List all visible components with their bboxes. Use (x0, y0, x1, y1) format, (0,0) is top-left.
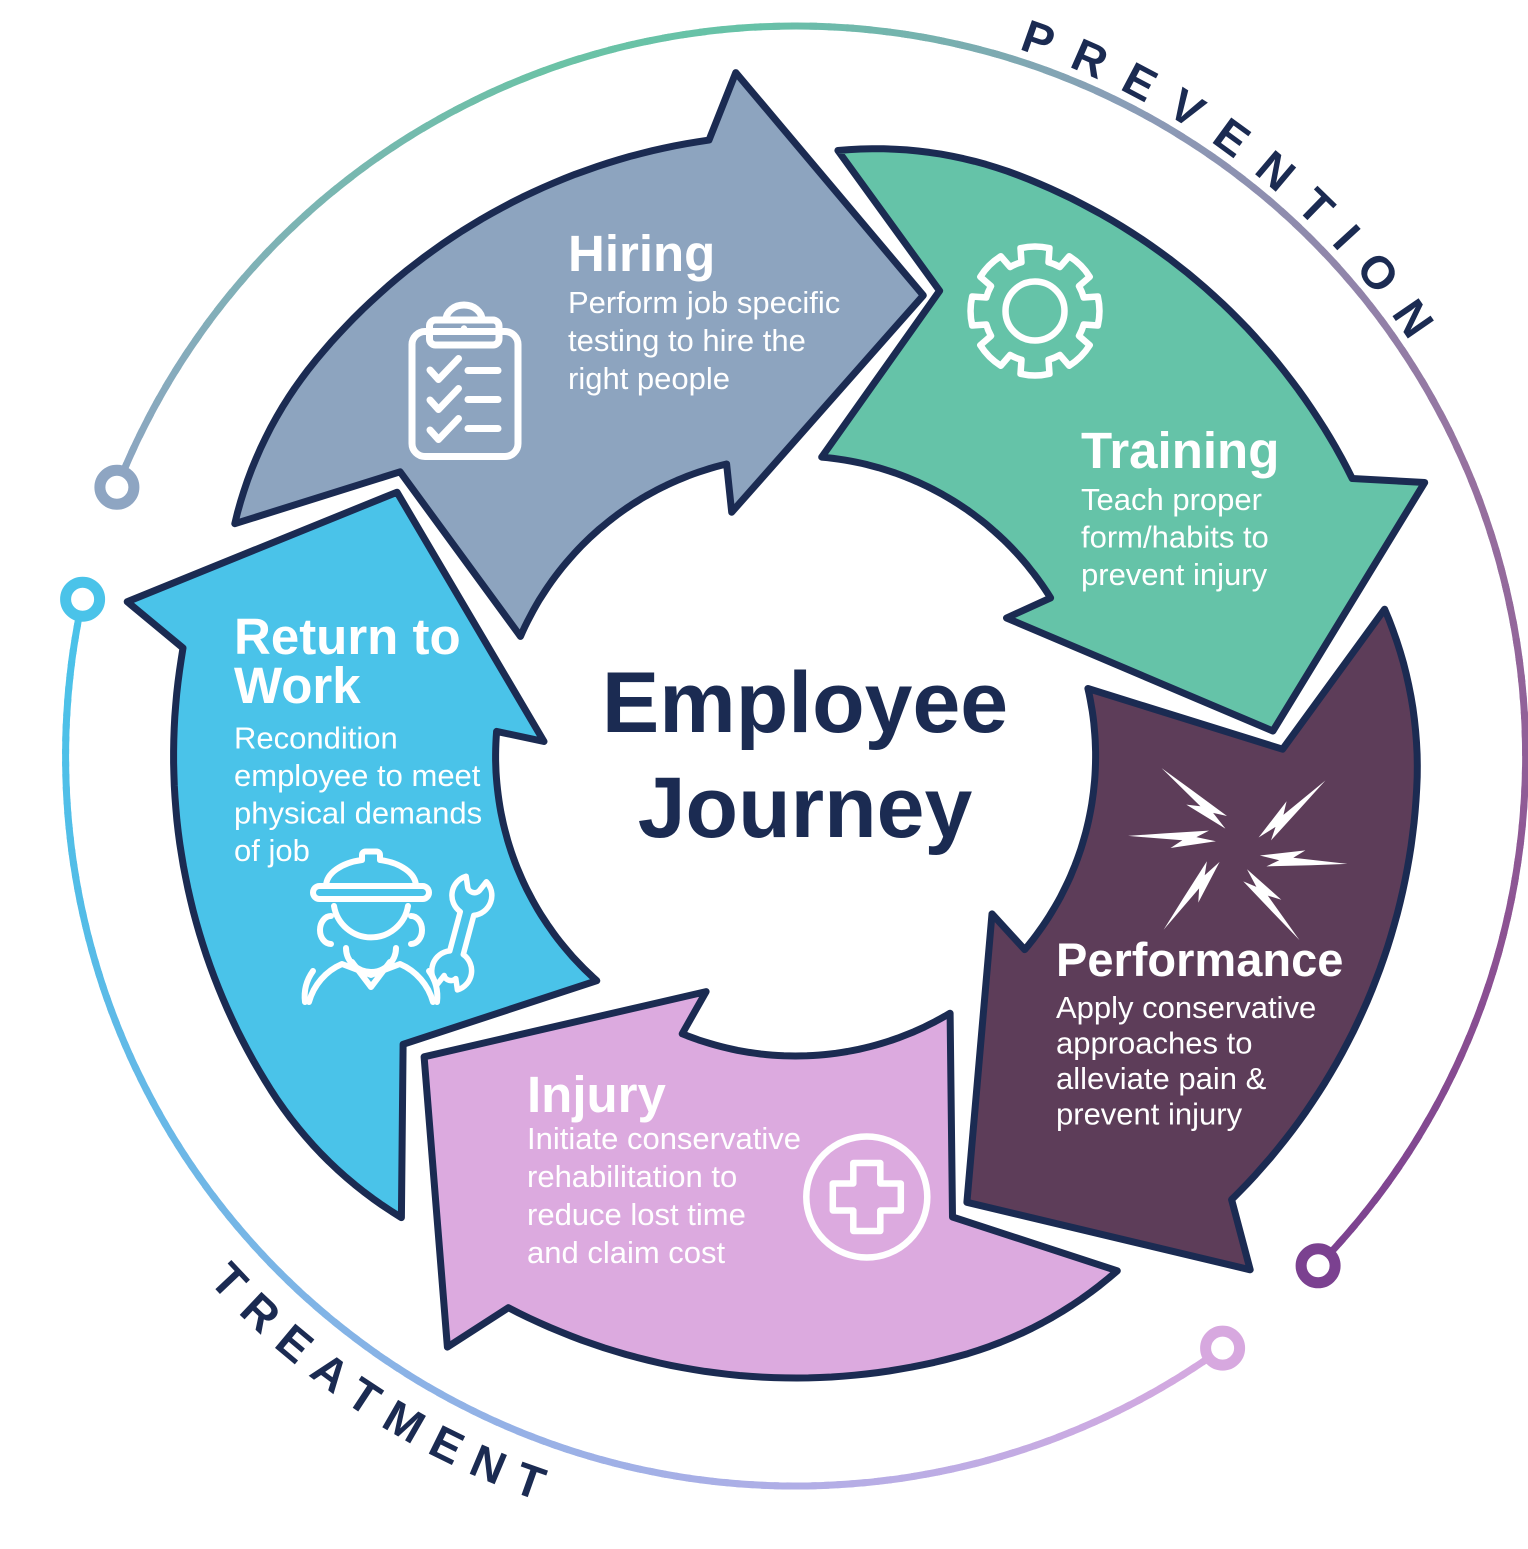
svg-text:Injury: Injury (527, 1066, 666, 1123)
svg-text:Hiring: Hiring (568, 225, 715, 282)
svg-text:Training: Training (1081, 422, 1279, 479)
svg-text:Journey: Journey (638, 760, 973, 856)
svg-text:Employee: Employee (602, 655, 1008, 751)
svg-text:Performance: Performance (1056, 933, 1343, 986)
